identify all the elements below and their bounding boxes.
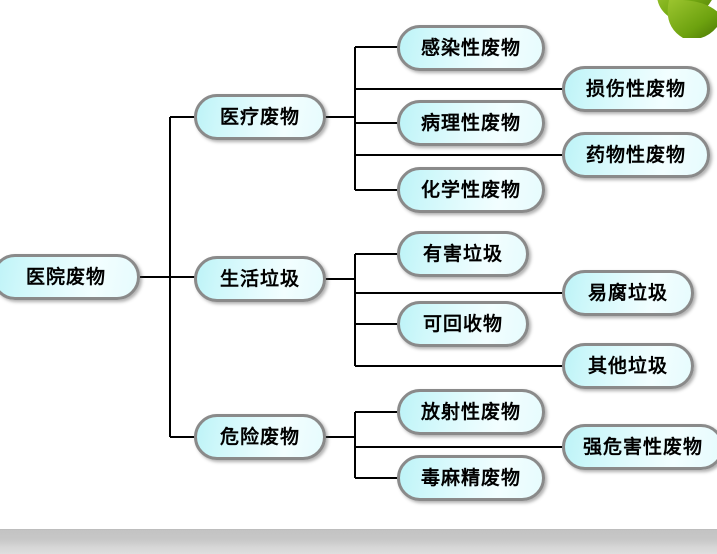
node-narcotic-psychotropic-waste[interactable]: 毒麻精废物: [397, 455, 545, 501]
node-recyclable-garbage[interactable]: 可回收物: [397, 301, 529, 347]
node-perishable-garbage[interactable]: 易腐垃圾: [562, 270, 694, 316]
node-label: 易腐垃圾: [587, 281, 668, 304]
node-label: 医疗废物: [219, 105, 300, 128]
node-label: 放射性废物: [420, 400, 521, 423]
node-strongly-harmful-waste[interactable]: 强危害性废物: [562, 424, 717, 470]
node-hazardous-garbage[interactable]: 有害垃圾: [397, 231, 529, 277]
node-label: 化学性废物: [420, 178, 521, 201]
node-other-garbage[interactable]: 其他垃圾: [562, 343, 694, 389]
node-label: 感染性废物: [420, 36, 521, 59]
green-leaf-corner-decoration: [657, 0, 717, 38]
footer-divider: [0, 529, 717, 530]
node-label: 生活垃圾: [219, 267, 300, 290]
footer-bar: [0, 530, 717, 554]
node-label: 危险废物: [219, 425, 300, 448]
node-injury-waste[interactable]: 损伤性废物: [562, 66, 710, 112]
node-chemical-waste[interactable]: 化学性废物: [397, 167, 545, 213]
node-label: 药物性废物: [585, 143, 686, 166]
node-pharmaceutical-waste[interactable]: 药物性废物: [562, 132, 710, 178]
node-domestic-garbage[interactable]: 生活垃圾: [194, 256, 326, 302]
node-radioactive-waste[interactable]: 放射性废物: [397, 389, 545, 435]
node-medical-waste[interactable]: 医疗废物: [194, 94, 326, 140]
node-label: 病理性废物: [420, 111, 521, 134]
node-label: 可回收物: [422, 312, 503, 335]
node-label: 毒麻精废物: [420, 466, 521, 489]
node-label: 其他垃圾: [587, 354, 668, 377]
node-label: 有害垃圾: [422, 242, 503, 265]
node-infectious-waste[interactable]: 感染性废物: [397, 25, 545, 71]
node-pathological-waste[interactable]: 病理性废物: [397, 100, 545, 146]
node-label: 医院废物: [25, 265, 106, 288]
node-root-hospital-waste[interactable]: 医院废物: [0, 254, 140, 300]
node-label: 损伤性废物: [585, 77, 686, 100]
node-label: 强危害性废物: [582, 435, 703, 458]
node-dangerous-waste[interactable]: 危险废物: [194, 414, 326, 460]
